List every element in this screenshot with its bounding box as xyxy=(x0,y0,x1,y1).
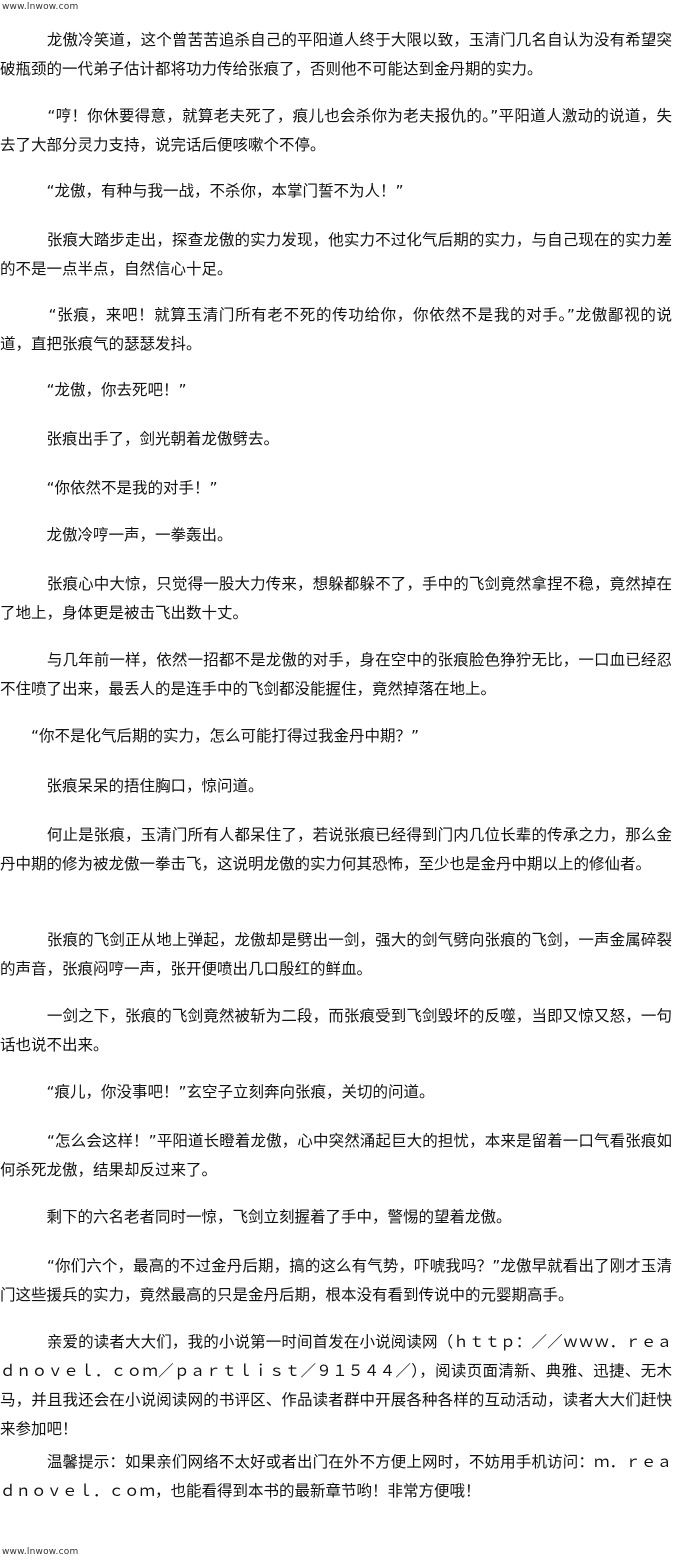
paragraph-11: 与几年前一样，依然一招都不是龙傲的对手，身在空中的张痕脸色狰狞无比，一口血已经忍… xyxy=(0,651,672,698)
paragraph-19: 剩下的六名老者同时一惊，飞剑立刻握着了手中，警惕的望着龙傲。 xyxy=(0,1208,512,1226)
paragraph-5: “张痕，来吧！就算玉清门所有老不死的传功给你，你依然不是我的对手。”龙傲鄙视的说… xyxy=(0,306,672,353)
paragraph-9: 龙傲冷哼一声，一拳轰出。 xyxy=(0,526,233,544)
paragraph-4: 张痕大踏步走出，探查龙傲的实力发现，他实力不过化气后期的实力，与自己现在的实力差… xyxy=(0,231,672,278)
watermark-top: www.lnwow.com xyxy=(2,2,79,12)
paragraph-18: “怎么会这样！”平阳道长瞪着龙傲，心中突然涌起巨大的担忧，本来是留着一口气看张痕… xyxy=(0,1132,672,1179)
paragraph-7: 张痕出手了，剑光朝着龙傲劈去。 xyxy=(0,430,280,448)
paragraph-20: “你们六个，最高的不过金丹后期，搞的这么有气势，吓唬我吗？”龙傲早就看出了刚才玉… xyxy=(0,1257,672,1304)
paragraph-22: 温馨提示：如果亲们网络不太好或者出门在外不方便上网时，不妨用手机访问：ｍ．ｒｅａ… xyxy=(0,1453,672,1500)
watermark-bottom: www.lnwow.com xyxy=(2,1547,79,1557)
paragraph-13: 张痕呆呆的捂住胸口，惊问道。 xyxy=(0,777,264,795)
paragraph-12: “你不是化气后期的实力，怎么可能打得过我金丹中期？” xyxy=(0,727,420,745)
paragraph-21: 亲爱的读者大大们，我的小说第一时间首发在小说阅读网（ｈｔｔｐ：／／ｗｗｗ．ｒｅａ… xyxy=(0,1333,672,1438)
paragraph-17: “痕儿，你没事吧！”玄空子立刻奔向张痕，关切的问道。 xyxy=(0,1083,435,1101)
paragraph-3: “龙傲，有种与我一战，不杀你，本掌门誓不为人！” xyxy=(0,182,404,200)
paragraph-2: “哼！你休要得意，就算老夫死了，痕儿也会杀你为老夫报仇的。”平阳道人激动的说道，… xyxy=(0,107,672,154)
paragraph-6: “龙傲，你去死吧！” xyxy=(0,381,187,399)
paragraph-8: “你依然不是我的对手！” xyxy=(0,479,218,497)
paragraph-10: 张痕心中大惊，只觉得一股大力传来，想躲都躲不了，手中的飞剑竟然拿捏不稳，竟然掉在… xyxy=(0,575,672,622)
paragraph-16: 一剑之下，张痕的飞剑竟然被斩为二段，而张痕受到飞剑毁坏的反噬，当即又惊又怒，一句… xyxy=(0,1007,672,1054)
paragraph-15: 张痕的飞剑正从地上弹起，龙傲却是劈出一剑，强大的剑气劈向张痕的飞剑，一声金属碎裂… xyxy=(0,931,672,978)
paragraph-1: 龙傲冷笑道，这个曾苦苦追杀自己的平阳道人终于大限以致，玉清门几名自认为没有希望突… xyxy=(0,31,672,78)
paragraph-14: 何止是张痕，玉清门所有人都呆住了，若说张痕已经得到门内几位长辈的传承之力，那么金… xyxy=(0,826,672,873)
